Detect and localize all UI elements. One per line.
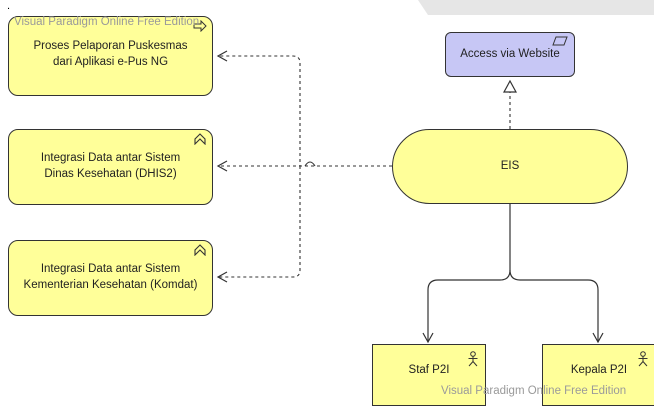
actor1-label: Staf P2I [408,364,450,376]
actor2-label: Kepala P2I [570,364,628,376]
process2-label: Integrasi Data antar Sistem Dinas Keseha… [40,152,181,180]
line-hop [304,161,316,167]
actor-icon [468,351,478,367]
watermark-bottom: Visual Paradigm Online Free Edition [441,385,627,397]
stray-dot: . [7,0,11,12]
watermark-top: Visual Paradigm Online Free Edition [14,16,200,28]
interface-parallelogram-icon [552,36,568,46]
access-label: Access via Website [460,47,560,60]
process-node-e-pus-reporting[interactable]: Proses Pelaporan Puskesmas dari Aplikasi… [8,16,213,96]
process3-label: Integrasi Data antar Sistem Kementerian … [23,263,198,291]
eis-label: EIS [500,159,520,172]
assignment-eis-to-actor2 [509,269,604,344]
actor-node-staf[interactable]: Staf P2I [372,344,486,406]
eis-node[interactable]: EIS [392,129,628,204]
flow-eis-to-process3 [216,166,301,283]
access-node[interactable]: Access via Website [445,32,575,77]
chevron-up-icon [194,133,206,145]
business-process-icon [193,20,207,32]
process-node-komdat[interactable]: Integrasi Data antar Sistem Kementerian … [8,240,213,316]
process-node-dhis2[interactable]: Integrasi Data antar Sistem Dinas Keseha… [8,129,213,205]
top-bar-strip [418,0,654,15]
process1-label: Proses Pelaporan Puskesmas dari Aplikasi… [33,40,188,68]
chevron-up-icon [194,244,206,256]
actor-icon [638,351,648,367]
assignment-eis-to-actor1 [422,203,511,344]
flow-eis-to-process1 [216,50,314,167]
